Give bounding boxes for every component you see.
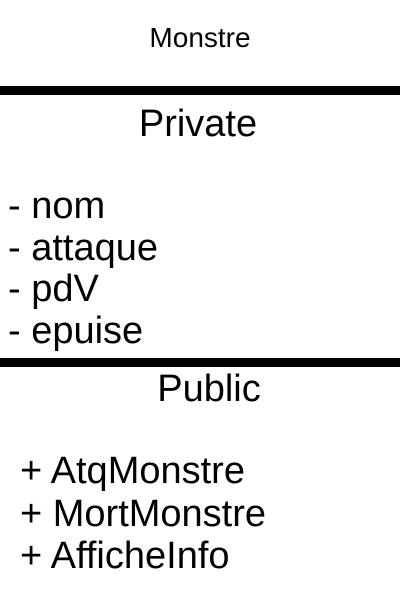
private-section-title: Private xyxy=(138,103,258,145)
public-member: + MortMonstre xyxy=(20,492,267,535)
class-name: Monstre xyxy=(149,22,251,53)
public-member-list: + AtqMonstre + MortMonstre + AfficheInfo xyxy=(20,450,266,578)
private-member: - pdV xyxy=(8,268,99,310)
public-section-title: Public xyxy=(157,368,261,410)
public-member: + AfficheInfo xyxy=(20,535,230,577)
private-member: - epuise xyxy=(8,309,144,352)
private-member: - attaque xyxy=(8,226,158,269)
public-member: + AtqMonstre xyxy=(20,450,245,492)
private-member: - nom xyxy=(8,185,106,227)
divider-top xyxy=(0,86,400,95)
private-member-list: - nom - attaque - pdV - epuise xyxy=(8,185,158,352)
divider-middle xyxy=(0,358,400,367)
